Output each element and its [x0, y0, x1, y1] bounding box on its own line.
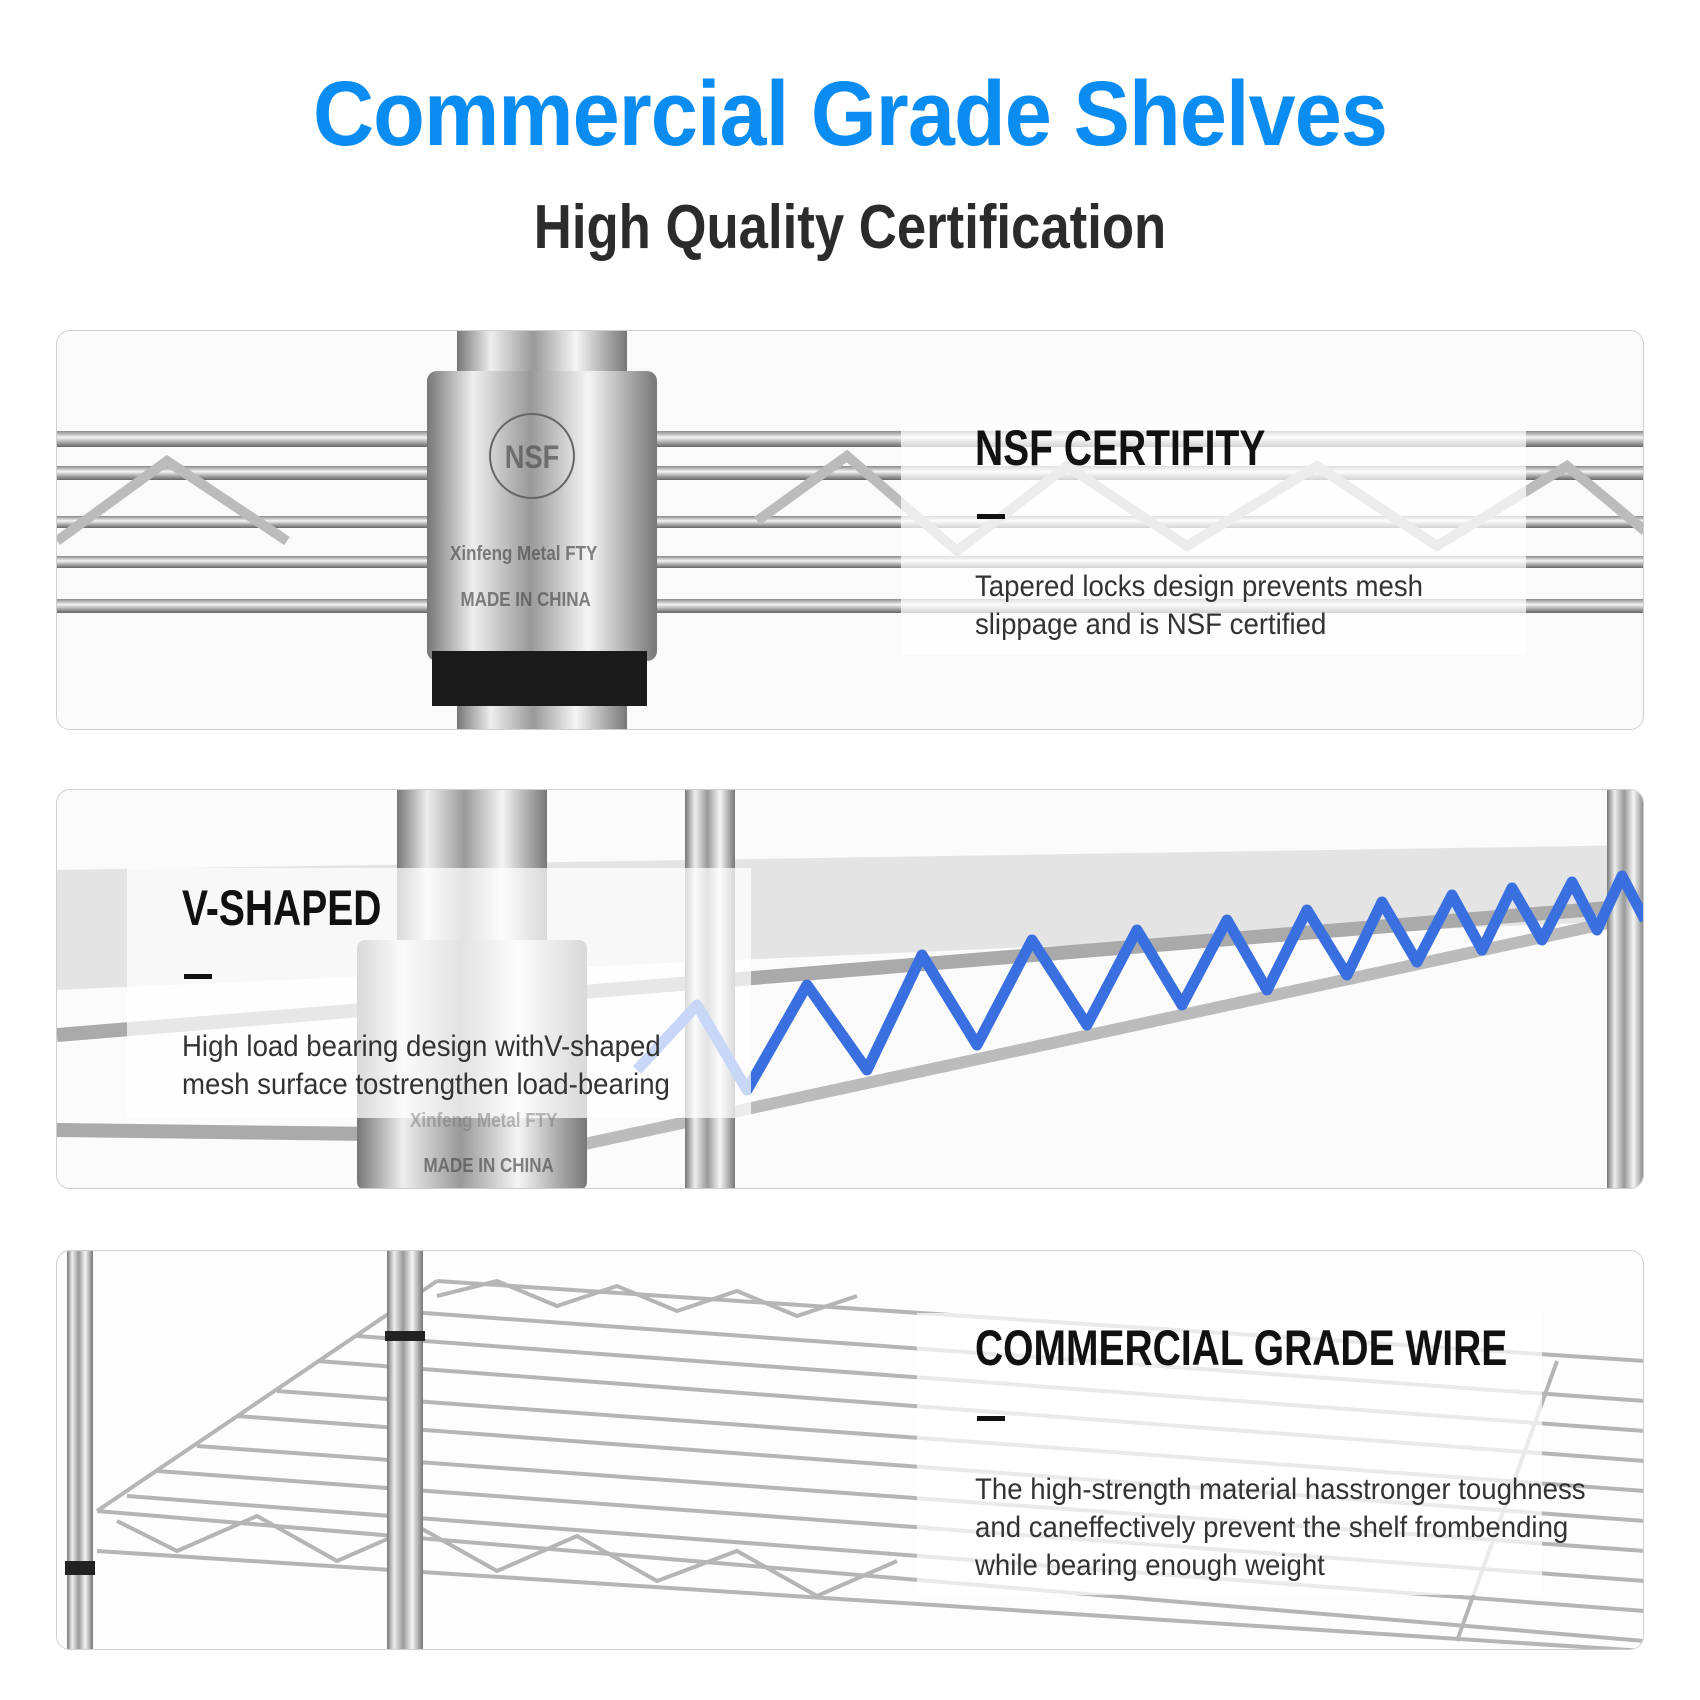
feature-body-line: mesh surface tostrengthen load-bearing — [182, 1068, 670, 1101]
heading-dash — [977, 1416, 1005, 1421]
text-overlay — [917, 1313, 1542, 1595]
page-title: Commercial Grade Shelves — [312, 63, 1388, 165]
feature-body-line: slippage and is NSF certified — [975, 608, 1327, 641]
feature-panel-v-shaped: Xinfeng Metal FTY MADE IN CHINA V-SHAPED… — [56, 789, 1644, 1189]
feature-panel-wire: COMMERCIAL GRADE WIRE The high-strength … — [56, 1250, 1644, 1650]
feature-body-line: Tapered locks design prevents mesh — [975, 570, 1423, 603]
maker-stamp: Xinfeng Metal FTY — [410, 1110, 558, 1132]
maker-stamp: Xinfeng Metal FTY — [450, 543, 598, 565]
feature-body-line: while bearing enough weight — [975, 1549, 1325, 1582]
feature-heading: COMMERCIAL GRADE WIRE — [975, 1320, 1508, 1376]
origin-stamp: MADE IN CHINA — [423, 1155, 554, 1177]
feature-panel-nsf: NSF Xinfeng Metal FTY MADE IN CHINA NSF … — [56, 330, 1644, 730]
nsf-logo-stamp: NSF — [504, 439, 560, 475]
heading-dash — [977, 514, 1005, 519]
feature-body-line: and caneffectively prevent the shelf fro… — [975, 1511, 1569, 1544]
origin-stamp: MADE IN CHINA — [460, 589, 591, 611]
feature-heading: V-SHAPED — [182, 880, 382, 936]
feature-body-line: The high-strength material hasstronger t… — [975, 1473, 1586, 1506]
feature-heading: NSF CERTIFITY — [975, 420, 1266, 476]
feature-body-line: High load bearing design withV-shaped — [182, 1030, 661, 1063]
text-overlay — [901, 424, 1526, 655]
page-subtitle: High Quality Certification — [533, 193, 1167, 262]
text-overlay — [127, 868, 751, 1118]
heading-dash — [184, 974, 212, 979]
